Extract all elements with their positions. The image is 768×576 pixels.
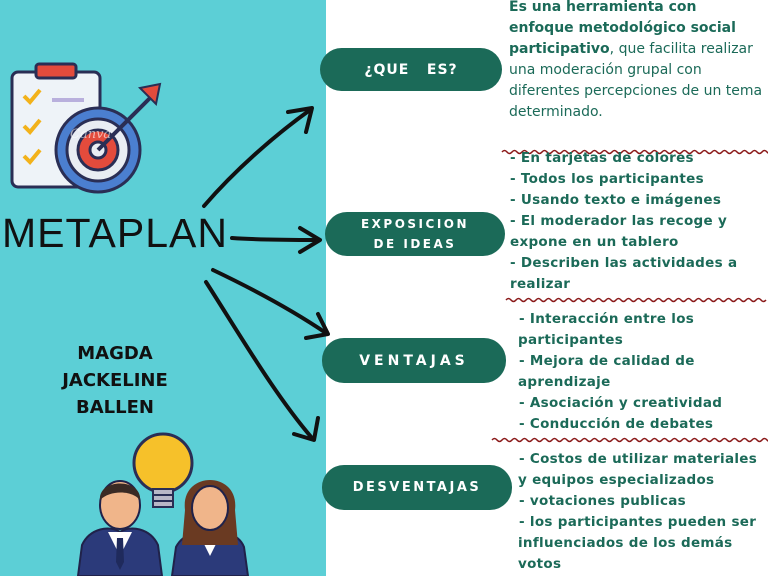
- list-item: - Interacción entre los: [514, 311, 695, 327]
- pill-exposicion: EXPOSICION DE IDEAS: [325, 212, 505, 256]
- arrow-que-es: [202, 108, 312, 208]
- list-item: realizar: [510, 276, 571, 292]
- person-woman-avatar: [170, 480, 250, 576]
- que-es-rest: , que facilita realizar una moderación g…: [509, 41, 763, 120]
- wave-divider-1: [501, 149, 768, 155]
- author-line: MAGDA: [77, 343, 153, 364]
- list-item: expone en un tablero: [510, 234, 679, 250]
- list-item: - Usando texto e imágenes: [510, 192, 722, 208]
- pill-label: ¿QUE ES?: [364, 61, 458, 78]
- author-name: MAGDA JACKELINE BALLEN: [40, 340, 190, 421]
- list-item: - Asociación y creatividad: [514, 395, 723, 411]
- person-man-avatar: [76, 480, 164, 576]
- page-title: METAPLAN: [2, 210, 228, 256]
- list-item: - El moderador las recoge y: [510, 213, 728, 229]
- pill-label: DE IDEAS: [373, 237, 457, 251]
- lightbulb-icon: [132, 432, 194, 508]
- target-icon: Canva: [54, 82, 162, 194]
- arrow-ventajas: [211, 268, 328, 335]
- list-item: - Mejora de calidad de: [514, 353, 695, 369]
- author-line: JACKELINE: [62, 370, 168, 391]
- pill-label: VENTAJAS: [359, 352, 469, 369]
- que-es-bold: Es una herramienta con enfoque metodológ…: [509, 0, 736, 57]
- author-line: BALLEN: [76, 397, 154, 418]
- list-item: - votaciones publicas: [514, 493, 686, 509]
- ventajas-list: - Interacción entre los participantes - …: [514, 309, 722, 435]
- list-item: votos: [518, 556, 562, 572]
- exposicion-list: - En tarjetas de colores - Todos los par…: [510, 148, 737, 295]
- que-es-text: Es una herramienta con enfoque metodológ…: [509, 0, 764, 123]
- list-item: aprendizaje: [518, 374, 611, 390]
- list-item: - Todos los participantes: [510, 171, 704, 187]
- list-item: - Costos de utilizar materiales: [514, 451, 758, 467]
- list-item: - Describen las actividades a: [510, 255, 738, 271]
- canva-watermark: Canva: [70, 127, 111, 142]
- list-item: influenciados de los demás: [518, 535, 733, 551]
- pill-que-es: ¿QUE ES?: [320, 48, 502, 91]
- pill-label: DESVENTAJAS: [352, 480, 482, 495]
- wave-divider-3: [491, 437, 768, 443]
- desventajas-list: - Costos de utilizar materiales y equipo…: [514, 449, 757, 575]
- pill-ventajas: VENTAJAS: [322, 338, 506, 383]
- pill-desventajas: DESVENTAJAS: [322, 465, 512, 510]
- list-item: y equipos especializados: [518, 472, 715, 488]
- list-item: participantes: [518, 332, 624, 348]
- list-item: - En tarjetas de colores: [510, 150, 694, 166]
- arrow-exposicion: [230, 236, 320, 242]
- list-item: - los participantes pueden ser: [514, 514, 757, 530]
- wavy-dividers: [491, 149, 768, 443]
- pill-label: EXPOSICION: [360, 217, 470, 231]
- wave-divider-2: [505, 297, 767, 303]
- arrows: [202, 106, 330, 442]
- arrow-desventajas: [204, 280, 314, 440]
- list-item: - Conducción de debates: [514, 416, 714, 432]
